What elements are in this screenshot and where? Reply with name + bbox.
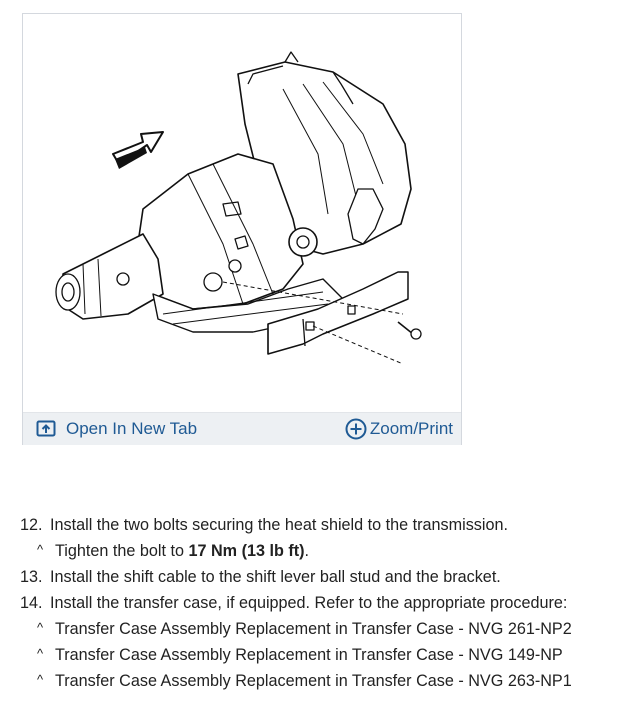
substep-nvg-149: ^ Transfer Case Assembly Replacement in T… [20,642,620,668]
substep-text-end: . [304,542,310,560]
procedure-link[interactable]: Transfer Case Assembly Replacement in Tr… [55,672,572,690]
step-number: 13. [20,568,43,586]
substep-nvg-261: ^ Transfer Case Assembly Replacement in T… [20,616,620,642]
step-text: Install the transfer case, if equipped. … [50,594,568,612]
step-text: Install the shift cable to the shift lev… [50,568,501,586]
open-in-new-tab-button[interactable]: Open In New Tab [36,417,197,441]
substep-nvg-263: ^ Transfer Case Assembly Replacement in T… [20,668,620,694]
procedure-steps: 12. Install the two bolts securing the he… [20,512,620,694]
step-number: 14. [20,594,43,612]
caret-bullet: ^ [37,620,44,635]
figure-card: Open In New Tab Zoom/Print [22,13,462,445]
substep-text: Tighten the bolt to [55,542,189,560]
step-14: 14. Install the transfer case, if equippe… [20,590,620,616]
procedure-link[interactable]: Transfer Case Assembly Replacement in Tr… [55,646,563,664]
transmission-heat-shield-diagram [55,51,422,365]
open-in-new-tab-icon [36,420,56,437]
procedure-link[interactable]: Transfer Case Assembly Replacement in Tr… [55,620,572,638]
caret-bullet: ^ [37,542,44,557]
tailshaft [62,233,164,320]
step-text: Install the two bolts securing the heat … [50,516,508,534]
zoom-plus-icon [345,418,367,440]
caret-bullet: ^ [37,672,44,687]
zoom-print-button[interactable]: Zoom/Print [345,417,453,441]
step-12: 12. Install the two bolts securing the he… [20,512,620,538]
zoom-print-label: Zoom/Print [369,419,453,438]
caret-bullet: ^ [37,646,44,661]
step-number: 12. [20,516,43,534]
substep-torque: ^ Tighten the bolt to 17 Nm (13 lb ft). [20,538,620,564]
torque-spec: 17 Nm (13 lb ft) [188,542,305,560]
step-13: 13. Install the shift cable to the shift … [20,564,620,590]
figure-toolbar: Open In New Tab Zoom/Print [23,412,461,445]
open-in-new-tab-label: Open In New Tab [66,419,198,438]
heat-shield [267,271,409,355]
